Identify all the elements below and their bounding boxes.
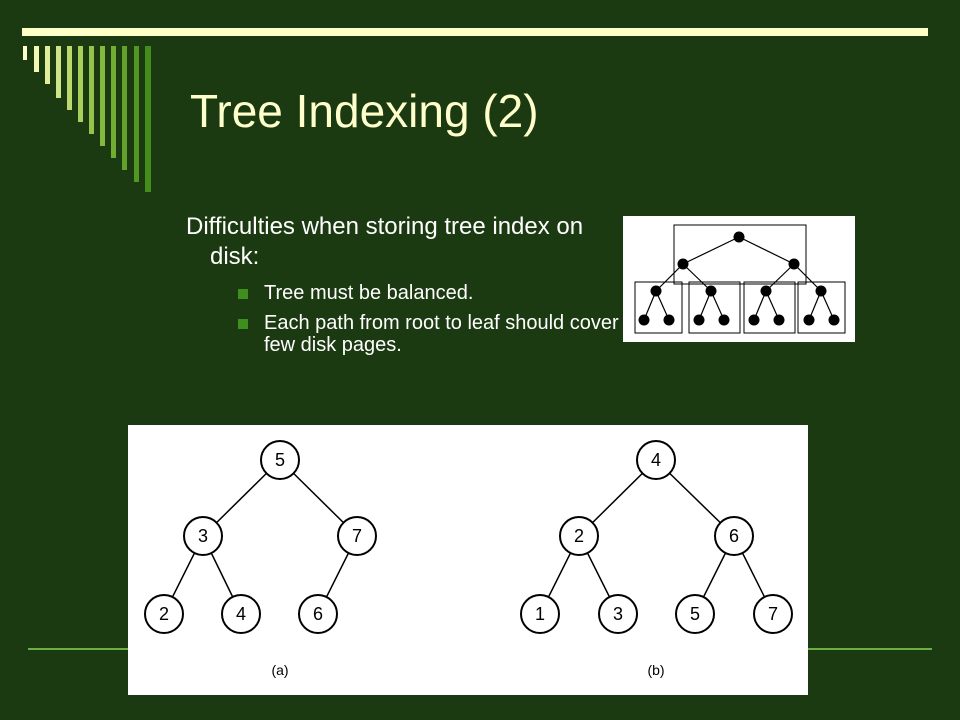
bullet-item: Each path from root to leaf should cover…: [186, 312, 626, 356]
tree-node-label: 1: [535, 604, 545, 624]
tree-node-label: 3: [198, 526, 208, 546]
bullet-square-icon: [238, 289, 248, 299]
tree-node-dot: [650, 285, 662, 297]
decorative-stripes: [23, 46, 151, 192]
bullet-square-icon: [238, 319, 248, 329]
tree-node-label: 4: [236, 604, 246, 624]
tree-node: [753, 594, 793, 634]
tree-node-label: 6: [729, 526, 739, 546]
tree-node-dot: [638, 314, 650, 326]
tree-node-dot: [677, 258, 689, 270]
tree-node-label: 7: [352, 526, 362, 546]
tree-node-dot: [663, 314, 675, 326]
tree-node-dot: [828, 314, 840, 326]
tree-node: [298, 594, 338, 634]
bullet-text: Each path from root to leaf should cover…: [264, 312, 619, 356]
tree-node: [675, 594, 715, 634]
lead-text: Difficulties when storing tree index on …: [186, 213, 584, 270]
binary-trees-diagram: 5 3 7 2 4 6 4 2 6 1 3 5 7 (a) (b): [144, 440, 793, 678]
tree-node: [598, 594, 638, 634]
binary-trees-figure: 5 3 7 2 4 6 4 2 6 1 3 5 7 (a) (b): [128, 425, 808, 695]
tree-node-label: 7: [768, 604, 778, 624]
bullet-item: Tree must be balanced.: [186, 282, 626, 304]
tree-node: [183, 516, 223, 556]
tree-node-dot: [693, 314, 705, 326]
tree-node: [559, 516, 599, 556]
slide-body: Difficulties when storing tree index on …: [186, 212, 626, 364]
tree-node-dot: [718, 314, 730, 326]
tree-node-dot: [733, 231, 745, 243]
page-box: [688, 281, 741, 334]
tree-node-label: 5: [690, 604, 700, 624]
tree-node-dot: [815, 285, 827, 297]
page-box: [634, 281, 683, 334]
figure-caption-a: (a): [271, 662, 288, 678]
tree-node-label: 2: [574, 526, 584, 546]
tree-node-dot: [803, 314, 815, 326]
tree-node-label: 5: [275, 450, 285, 470]
page-box: [797, 281, 846, 334]
tree-node-label: 2: [159, 604, 169, 624]
tree-node: [636, 440, 676, 480]
tree-node-label: 4: [651, 450, 661, 470]
page-box: [743, 281, 796, 334]
tree-node: [260, 440, 300, 480]
slide-title: Tree Indexing (2): [190, 85, 539, 137]
bullet-text: Tree must be balanced.: [264, 282, 474, 304]
tree-node-dot: [788, 258, 800, 270]
tree-node-label: 6: [313, 604, 323, 624]
tree-node: [144, 594, 184, 634]
tree-node-dot: [773, 314, 785, 326]
tree-node: [520, 594, 560, 634]
top-accent-bar: [22, 28, 928, 36]
tree-node-label: 3: [613, 604, 623, 624]
figure-caption-b: (b): [647, 662, 664, 678]
tree-node-dot: [705, 285, 717, 297]
tree-node: [221, 594, 261, 634]
bullet-list: Tree must be balanced. Each path from ro…: [186, 282, 626, 356]
tree-node: [337, 516, 377, 556]
paged-tree-figure: [623, 216, 855, 342]
tree-node: [714, 516, 754, 556]
paged-tree-diagram: [634, 224, 846, 334]
tree-node-dot: [760, 285, 772, 297]
tree-node-dot: [748, 314, 760, 326]
